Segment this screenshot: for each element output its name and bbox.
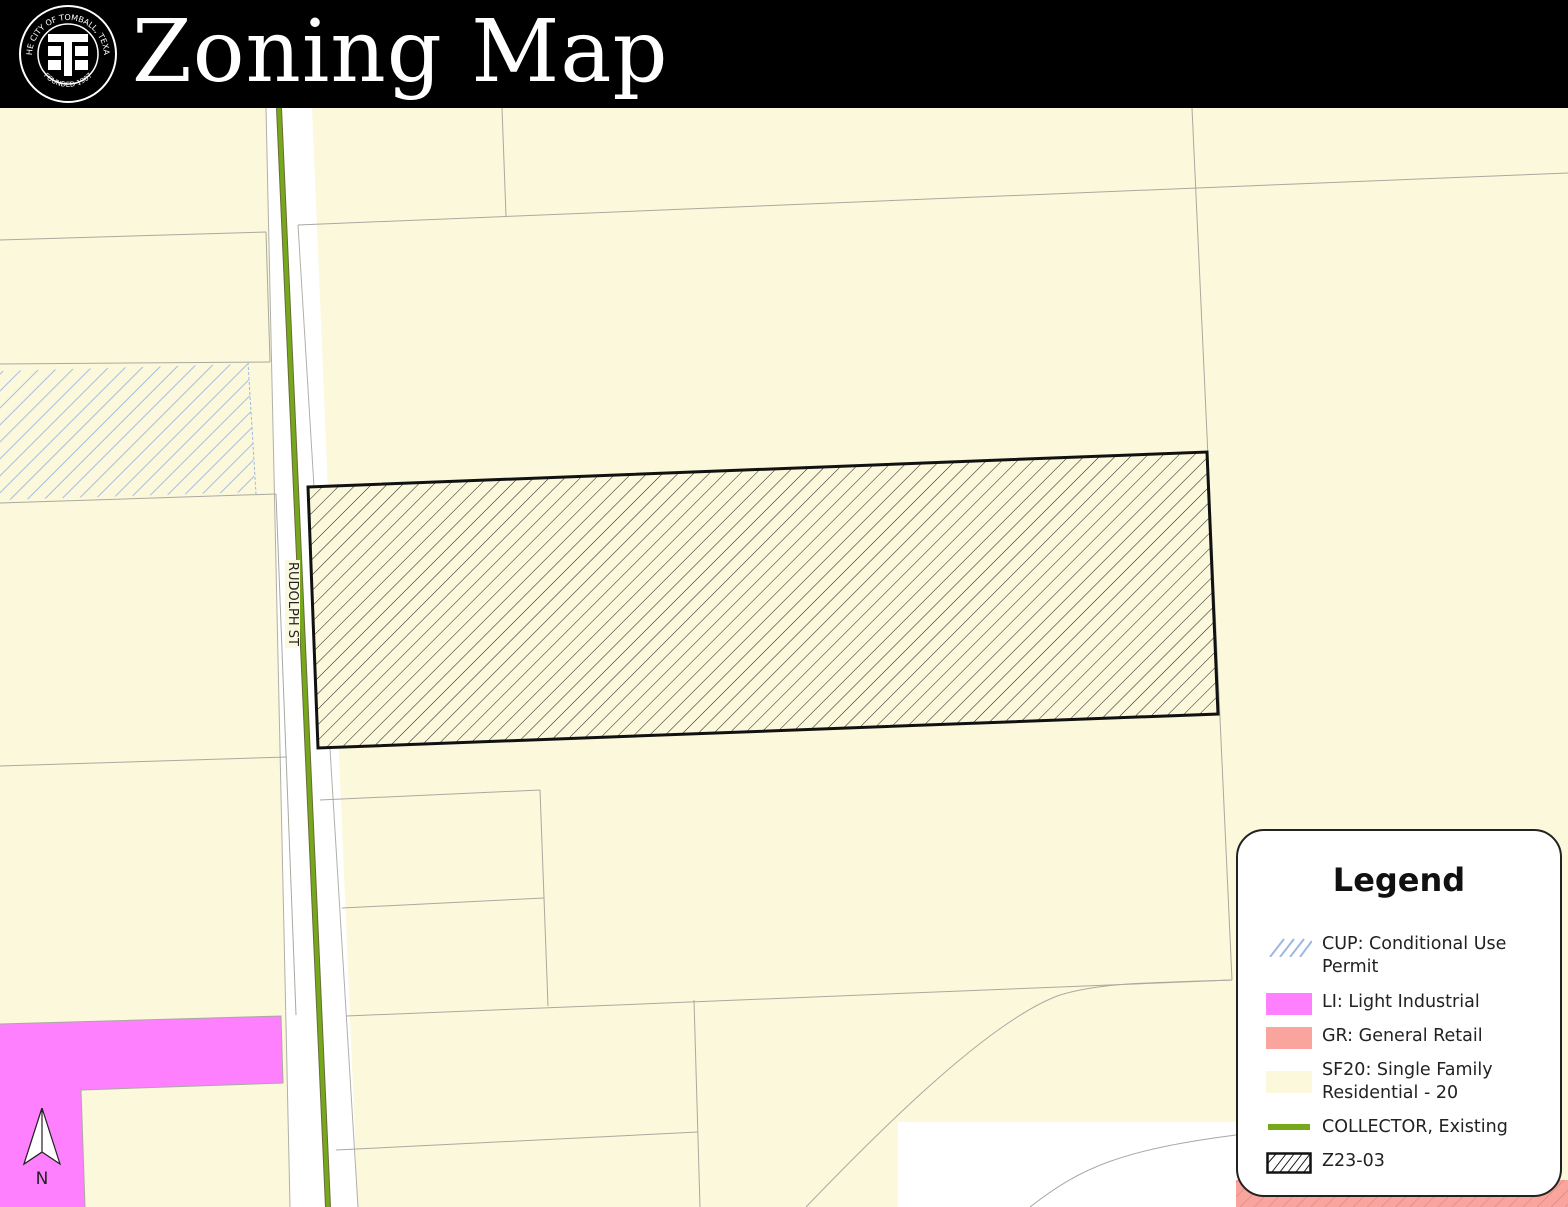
light-industrial-zone [0, 1016, 283, 1207]
legend-title: Legend [1332, 861, 1466, 899]
legend-item-li: LI: Light Industrial [1266, 991, 1552, 1015]
light-industrial-swatch [1266, 993, 1312, 1015]
legend-label: COLLECTOR, Existing [1322, 1117, 1508, 1137]
city-seal-logo: THE CITY OF TOMBALL, TEXAS FOUNDED 1907 [18, 4, 117, 103]
parcel-line [0, 1015, 284, 1207]
parcel-line [265, 108, 291, 1207]
legend-label: SF20: Single Family Residential - 20 [1322, 1060, 1493, 1103]
north-arrow-icon: N [22, 1108, 62, 1188]
unzoned-area [898, 1122, 1240, 1207]
map-header: THE CITY OF TOMBALL, TEXAS FOUNDED 1907 … [0, 0, 1568, 108]
legend-label: LI: Light Industrial [1322, 992, 1480, 1012]
cup-hatch-swatch [1269, 938, 1312, 957]
legend-item-cup: CUP: Conditional Use Permit [1266, 933, 1552, 979]
legend-item-z23-03: Z23-03 [1266, 1150, 1552, 1174]
legend-item-gr: GR: General Retail [1266, 1025, 1552, 1049]
street-label-rudolph-st: RUDOLPH ST [285, 560, 300, 648]
parcel-line [247, 361, 257, 495]
sf20-swatch [1266, 1071, 1312, 1093]
page-title: Zoning Map [132, 2, 669, 102]
general-retail-swatch [1266, 1027, 1312, 1049]
parcel-lines [0, 108, 1568, 1207]
collector-road [277, 108, 330, 1207]
legend-item-sf20: SF20: Single Family Residential - 20 [1266, 1059, 1552, 1105]
subject-hatch-swatch [1266, 1152, 1312, 1174]
legend-label: Z23-03 [1322, 1151, 1385, 1171]
legend-label: CUP: Conditional Use Permit [1322, 934, 1507, 977]
legend-item-collector: COLLECTOR, Existing [1266, 1116, 1552, 1140]
svg-text:N: N [36, 1169, 49, 1188]
collector-line-swatch [1268, 1124, 1310, 1130]
cup-zone [0, 364, 255, 500]
subject-parcel-hatch [306, 450, 1220, 750]
legend-label: GR: General Retail [1322, 1026, 1483, 1046]
map-legend: Legend CUP: Conditional Use Permit LI: L… [1236, 829, 1562, 1197]
